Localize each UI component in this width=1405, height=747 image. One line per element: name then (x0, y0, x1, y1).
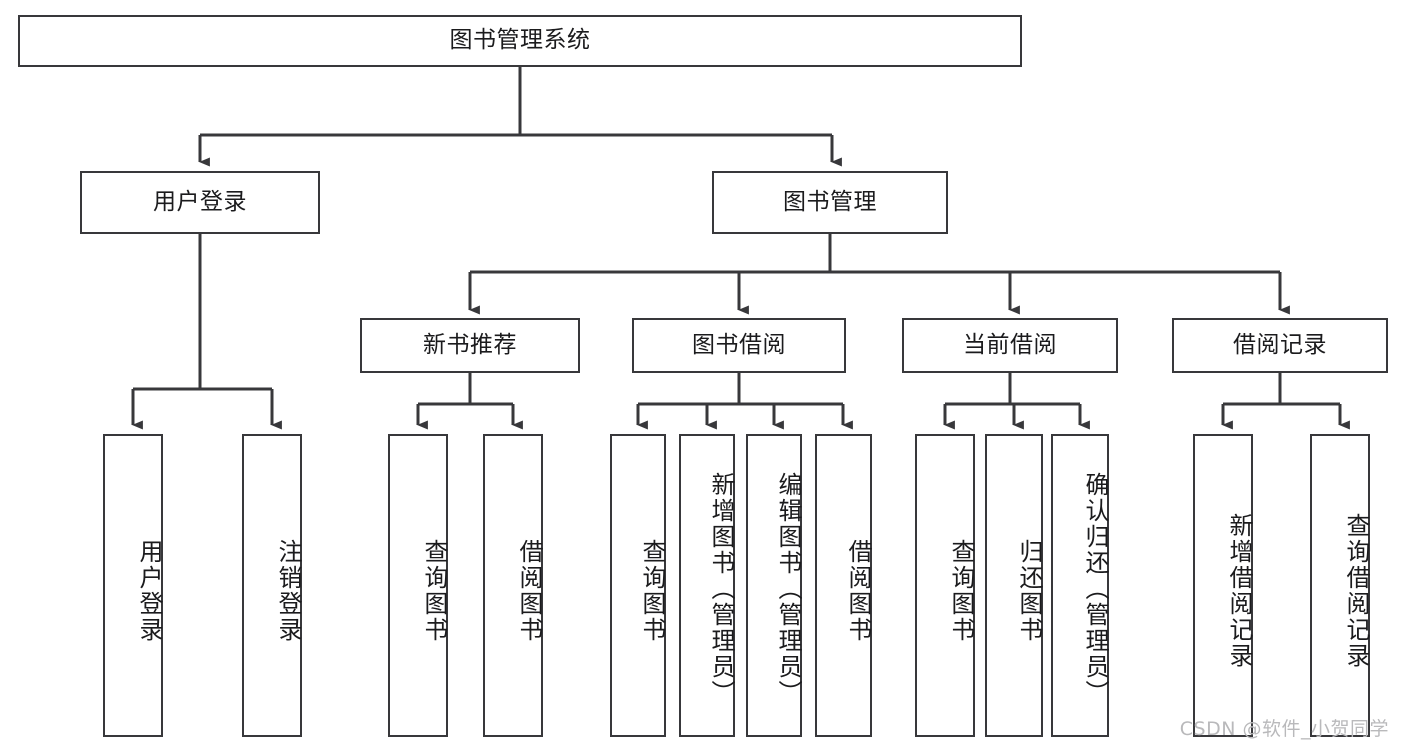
node-level3-2[interactable]: 图书借阅 (632, 318, 846, 373)
node-leaf-12[interactable]: 新增借阅记录 (1193, 434, 1253, 737)
node-leaf-3[interactable]: 查询图书 (388, 434, 448, 737)
node-level3-1[interactable]: 新书推荐 (360, 318, 580, 373)
node-leaf-13-label: 查询借阅记录 (1342, 512, 1370, 669)
node-root-label: 图书管理系统 (449, 27, 591, 54)
node-leaf-1-label: 用户登录 (135, 538, 163, 643)
node-level3-4-label: 借阅记录 (1233, 331, 1327, 358)
node-level3-3-label: 当前借阅 (963, 331, 1057, 358)
node-leaf-4-label: 借阅图书 (515, 538, 543, 643)
node-leaf-5-label: 查询图书 (638, 538, 666, 643)
node-leaf-9-label: 查询图书 (947, 538, 975, 643)
node-leaf-11[interactable]: 确认归还（管理员） (1051, 434, 1109, 737)
node-leaf-6-label: 新增图书（管理员） (707, 471, 735, 706)
node-leaf-1[interactable]: 用户登录 (103, 434, 163, 737)
node-leaf-2-label: 注销登录 (274, 538, 302, 643)
node-leaf-10-label: 归还图书 (1015, 538, 1043, 643)
node-leaf-8[interactable]: 借阅图书 (815, 434, 872, 737)
node-level2-1[interactable]: 用户登录 (80, 171, 320, 234)
node-leaf-13[interactable]: 查询借阅记录 (1310, 434, 1370, 737)
node-leaf-8-label: 借阅图书 (844, 538, 872, 643)
node-leaf-12-label: 新增借阅记录 (1225, 512, 1253, 669)
node-leaf-9[interactable]: 查询图书 (915, 434, 975, 737)
node-level2-2[interactable]: 图书管理 (712, 171, 948, 234)
node-leaf-7-label: 编辑图书（管理员） (774, 471, 802, 706)
node-level2-1-label: 用户登录 (153, 188, 247, 215)
node-level3-1-label: 新书推荐 (423, 331, 517, 358)
node-leaf-3-label: 查询图书 (420, 538, 448, 643)
node-leaf-10[interactable]: 归还图书 (985, 434, 1043, 737)
node-leaf-7[interactable]: 编辑图书（管理员） (746, 434, 802, 737)
node-leaf-6[interactable]: 新增图书（管理员） (679, 434, 735, 737)
node-level3-2-label: 图书借阅 (692, 331, 786, 358)
node-leaf-4[interactable]: 借阅图书 (483, 434, 543, 737)
node-level3-4[interactable]: 借阅记录 (1172, 318, 1388, 373)
node-leaf-2[interactable]: 注销登录 (242, 434, 302, 737)
node-leaf-11-label: 确认归还（管理员） (1081, 471, 1109, 706)
node-level3-3[interactable]: 当前借阅 (902, 318, 1118, 373)
node-level2-2-label: 图书管理 (783, 188, 877, 215)
node-root[interactable]: 图书管理系统 (18, 15, 1022, 67)
node-leaf-5[interactable]: 查询图书 (610, 434, 666, 737)
